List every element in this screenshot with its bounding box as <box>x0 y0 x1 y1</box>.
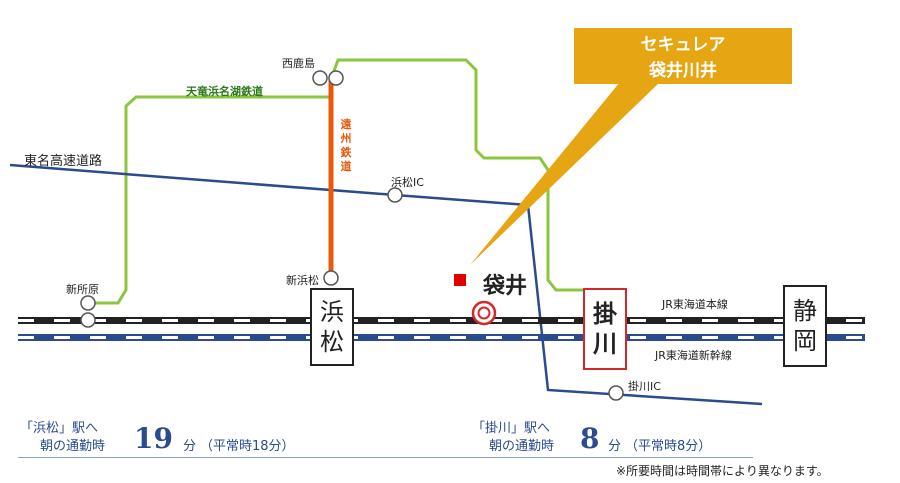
property-marker <box>454 274 466 286</box>
enshu-line-label: 遠州鉄道 <box>340 118 352 173</box>
kakegawa-access-unit: 分 <box>608 439 622 454</box>
kakegawa-ic-marker <box>608 385 624 401</box>
kakegawa-char-1: 掛 <box>593 300 617 328</box>
tomei-line <box>9 163 763 406</box>
kakegawa-access-minutes: 8 <box>580 422 600 455</box>
jr-main-line-label: JR東海道本線 <box>662 298 728 311</box>
nishikajima-station-marker <box>312 70 328 86</box>
kakegawa-char-2: 川 <box>593 330 617 358</box>
shinjohara-station-marker-2 <box>80 312 96 328</box>
shinhamamatsu-station-marker <box>323 270 339 286</box>
fukuroi-station-marker-inner <box>477 306 491 320</box>
hamamatsu-access-to: 「浜松」駅へ <box>20 421 99 436</box>
hamamatsu-access-minutes: 19 <box>134 422 173 455</box>
kakegawa-access-normal: （平常時8分） <box>625 439 712 454</box>
kakegawa-access-to: 「掛川」駅へ <box>472 421 551 436</box>
hamamatsu-ic-label: 浜松IC <box>391 176 424 189</box>
shizuoka-char-2: 岡 <box>793 327 817 355</box>
hamamatsu-char-1: 浜 <box>320 298 344 326</box>
fukuroi-label: 袋井 <box>483 274 528 299</box>
property-callout: セキュレア 袋井川井 <box>574 28 792 84</box>
shizuoka-station-box: 静 岡 <box>783 285 827 367</box>
footer-divider <box>18 457 753 458</box>
hamamatsu-ic-marker <box>387 187 403 203</box>
tenhama-line <box>88 58 598 305</box>
shinjohara-station-marker <box>80 295 96 311</box>
tomei-label: 東名高速道路 <box>24 154 103 169</box>
kakegawa-station-box: 掛 川 <box>583 288 627 370</box>
jr-shinkansen-line <box>18 334 865 341</box>
callout-pointer <box>470 82 660 265</box>
nishikajima-station-marker-2 <box>328 70 344 86</box>
callout-line1: セキュレア <box>640 35 726 55</box>
shinhamamatsu-label: 新浜松 <box>286 274 319 287</box>
hamamatsu-char-2: 松 <box>320 328 344 356</box>
shizuoka-char-1: 静 <box>793 297 817 325</box>
kakegawa-access-label: 朝の通勤時 <box>489 439 555 454</box>
jr-shinkansen-label: JR東海道新幹線 <box>655 349 732 362</box>
footnote: ※所要時間は時間帯により異なります。 <box>616 464 829 478</box>
kakegawa-ic-label: 掛川IC <box>628 380 661 393</box>
hamamatsu-access-unit: 分 <box>183 439 197 454</box>
callout-line2: 袋井川井 <box>649 61 717 81</box>
hamamatsu-station-box: 浜 松 <box>310 288 354 366</box>
tenhama-line-label: 天竜浜名湖鉄道 <box>186 85 263 98</box>
hamamatsu-access-label: 朝の通勤時 <box>40 439 106 454</box>
jr-main-line <box>18 317 865 324</box>
shinjohara-label: 新所原 <box>66 283 99 296</box>
hamamatsu-access-normal: （平常時18分） <box>200 439 295 454</box>
nishikajima-label: 西鹿島 <box>282 57 315 70</box>
